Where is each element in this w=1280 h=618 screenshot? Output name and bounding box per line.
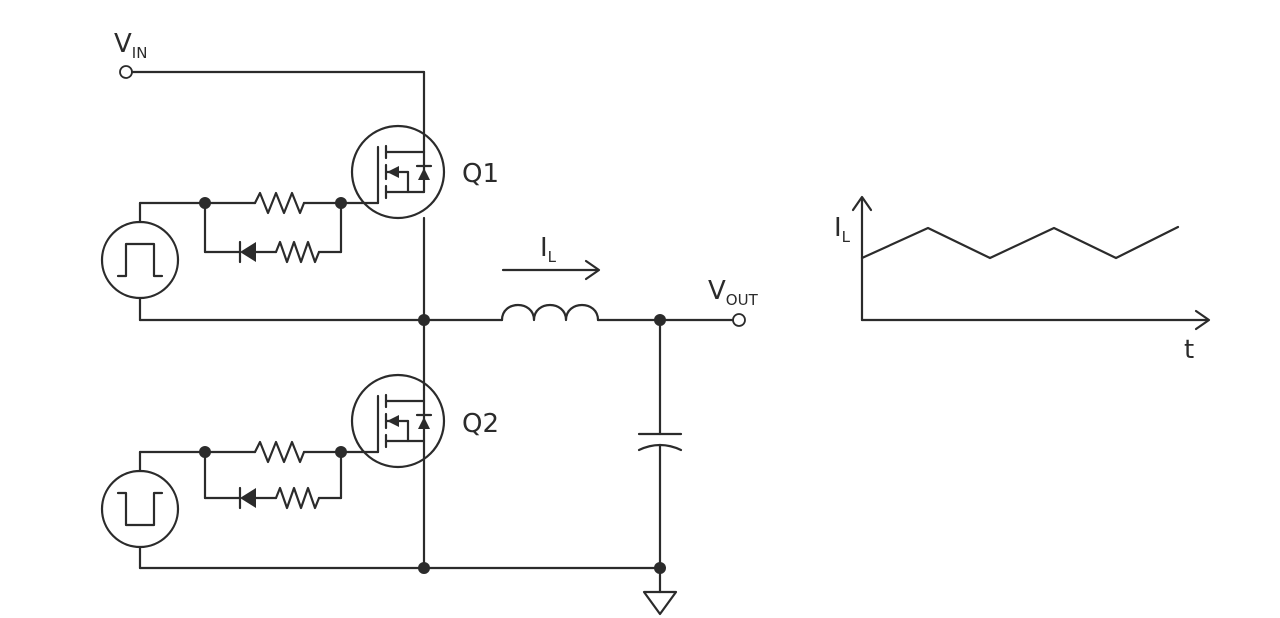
q1-mosfet	[339, 124, 446, 220]
q1-gate-drive	[100, 191, 426, 322]
il-waveform-plot	[851, 195, 1211, 331]
ground-icon	[642, 590, 678, 616]
switch-node	[418, 216, 504, 392]
il-ripple-trace	[860, 225, 1180, 260]
vout-terminal	[654, 313, 746, 327]
waveform-x-label: t	[1184, 335, 1194, 365]
q2-mosfet	[339, 373, 446, 570]
ground-rail	[138, 562, 666, 594]
il-label: IL	[540, 233, 557, 266]
waveform-y-label: IL	[834, 213, 851, 246]
inductor-current-arrow	[501, 259, 601, 281]
q1-label: Q1	[462, 159, 499, 189]
q2-gate-drive	[100, 440, 347, 570]
inductor	[500, 304, 662, 322]
output-capacitor	[637, 318, 683, 570]
q2-label: Q2	[462, 409, 499, 439]
vin-label: VIN	[114, 29, 147, 62]
vin-terminal	[119, 65, 426, 140]
vout-label: VOUT	[708, 276, 759, 309]
